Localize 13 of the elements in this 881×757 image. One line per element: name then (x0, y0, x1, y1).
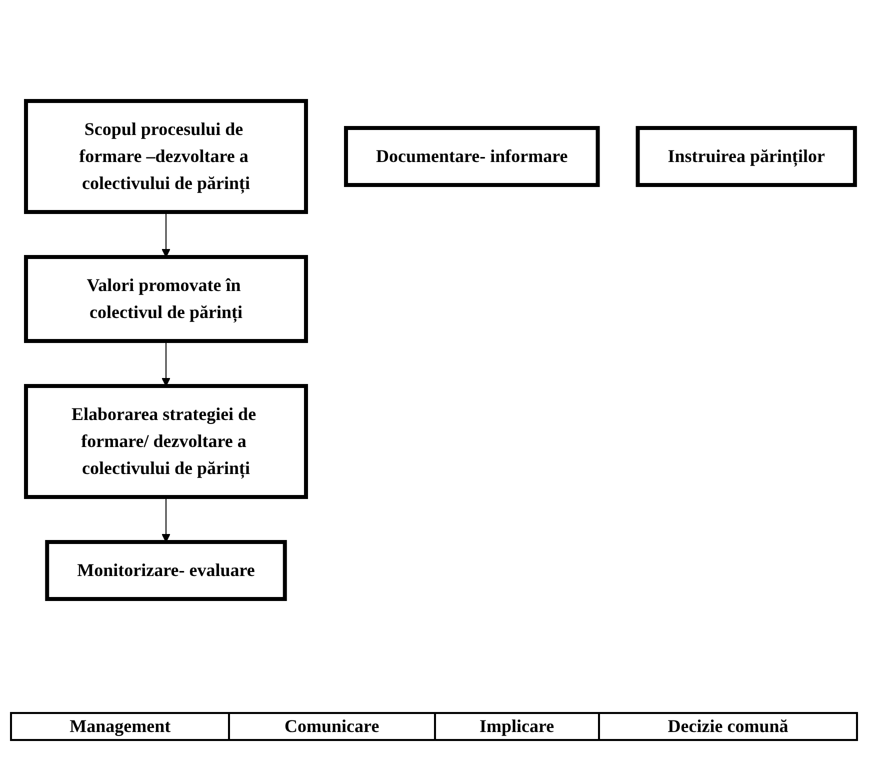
table-cell: Decizie comună (599, 713, 857, 740)
table-cell: Comunicare (229, 713, 435, 740)
node-box: Instruirea părinților (636, 126, 857, 187)
node-box: Documentare- informare (344, 126, 600, 187)
arrow (162, 340, 170, 386)
table-cell: Management (11, 713, 230, 740)
node-box: Monitorizare- evaluare (45, 540, 287, 601)
node-box: Valori promovate în colectivul de părinți (24, 255, 308, 343)
arrow (162, 496, 170, 542)
arrow (162, 212, 170, 258)
node-box: Scopul procesului de formare –dezvoltare a colectivului de părinți (24, 99, 308, 214)
table-cell: Implicare (434, 713, 600, 740)
node-box: Elaborarea strategiei de formare/ dezvoltare a colectivului de părinți (24, 384, 308, 499)
